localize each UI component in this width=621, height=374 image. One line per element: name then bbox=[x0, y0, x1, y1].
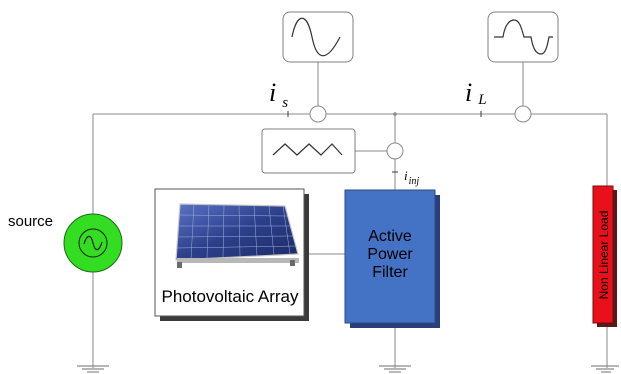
current-sensor-icon bbox=[514, 105, 532, 123]
apf-label-line3: Filter bbox=[372, 264, 408, 281]
solar-panel-icon bbox=[175, 203, 299, 268]
ac-source-icon bbox=[63, 213, 123, 273]
waveform-scope-icon bbox=[282, 11, 354, 63]
iinj-label: iinj bbox=[404, 168, 419, 187]
apf-label-line1: Active bbox=[368, 228, 412, 245]
bus-junction-dot bbox=[393, 112, 397, 116]
waveform-scope-icon bbox=[261, 128, 356, 174]
nonlinear-load-block: Non Linear Load bbox=[592, 185, 617, 327]
ground-icon bbox=[379, 365, 411, 373]
waveform-scope-icon bbox=[487, 11, 559, 63]
pv-array-block: Photovoltaic Array bbox=[154, 188, 309, 321]
current-sensor-icon bbox=[386, 142, 404, 160]
source-label: source bbox=[8, 213, 53, 230]
active-power-filter-block: Active Power Filter bbox=[344, 189, 440, 328]
current-sensor-icon bbox=[309, 105, 327, 123]
ground-icon bbox=[77, 365, 109, 373]
ground-icon bbox=[591, 365, 619, 373]
apf-label-line2: Power bbox=[367, 246, 413, 263]
load-label: Non Linear Load bbox=[597, 211, 611, 300]
pv-array-label: Photovoltaic Array bbox=[161, 287, 299, 306]
